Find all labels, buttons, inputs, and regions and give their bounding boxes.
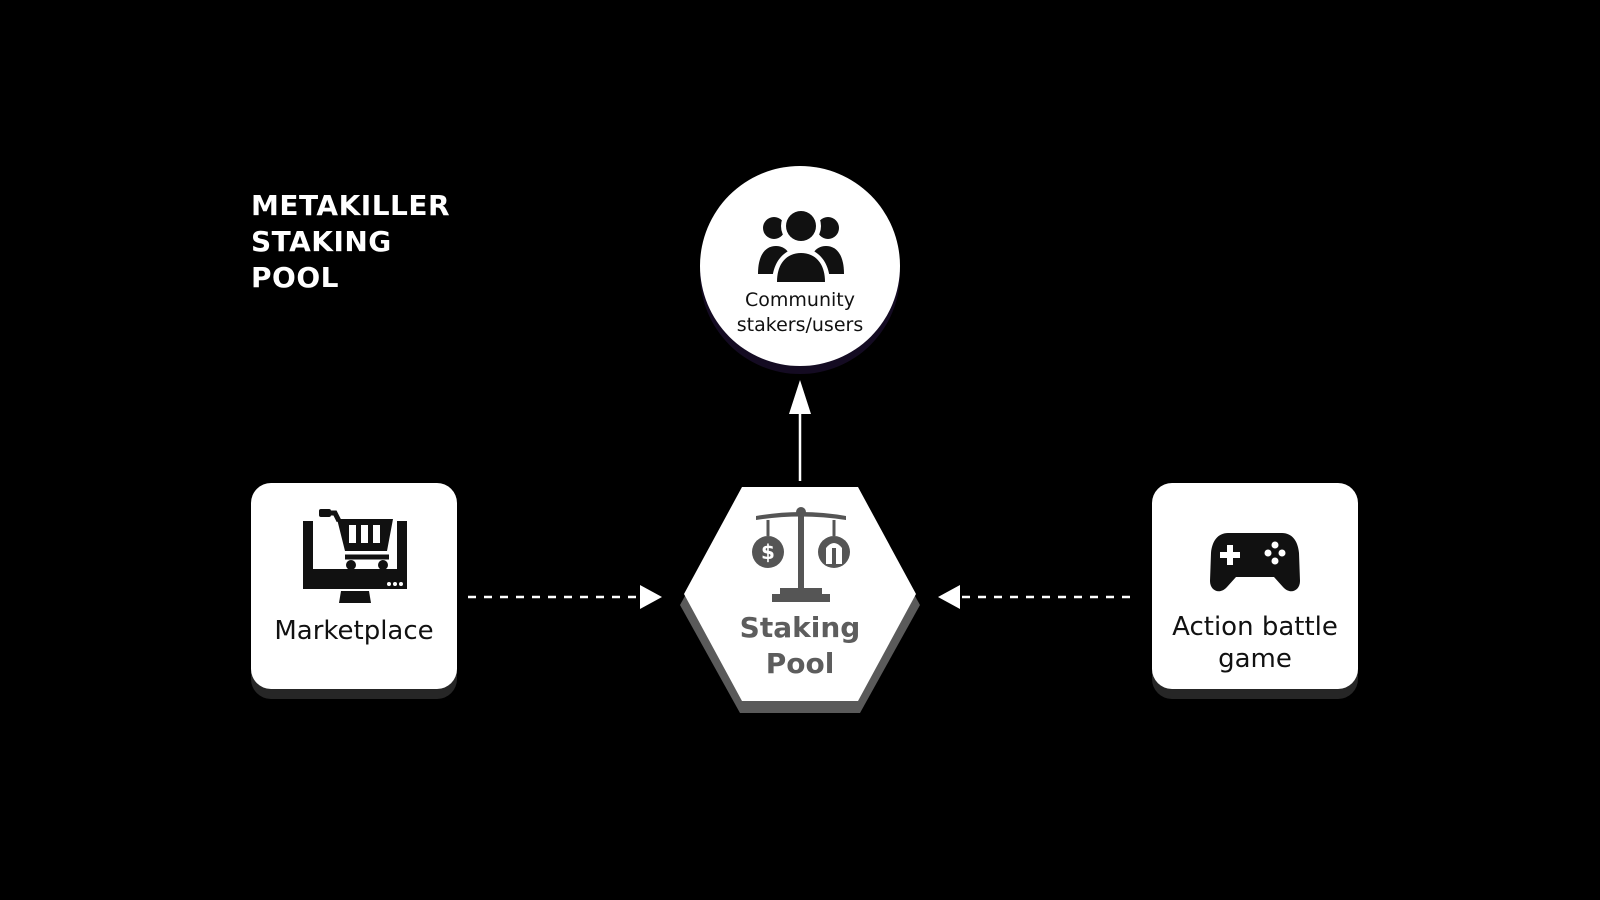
balance-scale-icon: $ — [752, 507, 850, 602]
marketplace-label: Marketplace — [251, 615, 457, 647]
staking-pool-label-line: Staking — [739, 611, 861, 644]
marketplace-label-line: Marketplace — [274, 616, 434, 646]
game-label-line: game — [1218, 644, 1292, 674]
pool-to-community-arrowhead — [789, 380, 811, 414]
community-label-line: stakers/users — [736, 314, 864, 336]
diagram-title: METAKILLER STAKING POOL — [251, 188, 450, 296]
users-group-icon — [758, 206, 844, 284]
title-line: POOL — [251, 261, 339, 294]
game-to-pool-arrowhead — [938, 585, 960, 609]
community-label: Community stakers/users — [700, 288, 900, 338]
title-line: STAKING — [251, 225, 392, 258]
title-line: METAKILLER — [251, 189, 451, 222]
svg-text:$: $ — [761, 540, 775, 564]
game-node: Action battle game — [1152, 483, 1358, 689]
game-label-line: Action battle — [1172, 612, 1338, 642]
monitor-cart-icon — [303, 509, 407, 603]
marketplace-to-pool-arrowhead — [640, 585, 662, 609]
staking-pool-label-line: Pool — [765, 647, 835, 680]
community-node: Community stakers/users — [700, 166, 900, 366]
gamepad-icon — [1210, 533, 1300, 592]
community-label-line: Community — [745, 289, 855, 311]
staking-pool-label: Staking Pool — [700, 610, 900, 682]
marketplace-node: Marketplace — [251, 483, 457, 689]
game-label: Action battle game — [1152, 611, 1358, 675]
